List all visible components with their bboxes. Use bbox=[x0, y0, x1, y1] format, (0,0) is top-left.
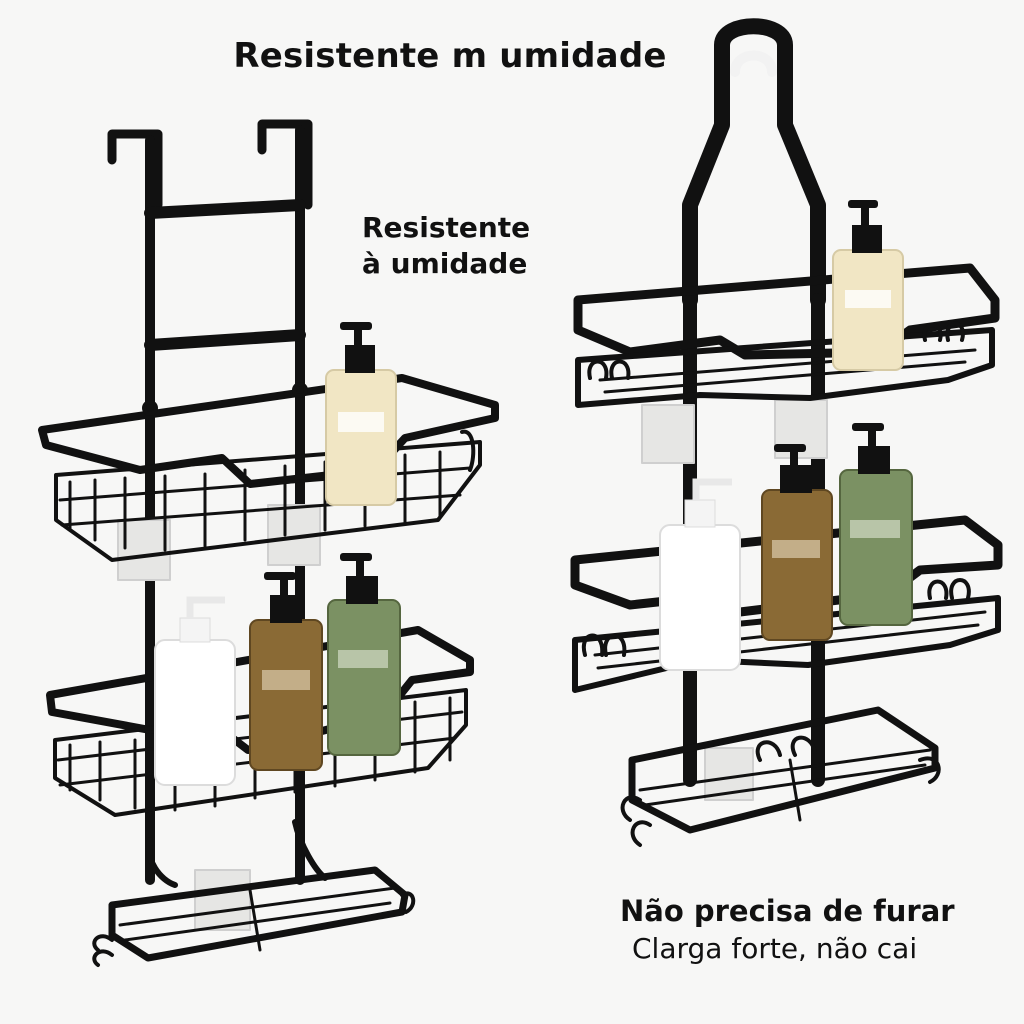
left-soap-tray bbox=[92, 819, 416, 967]
side-caption-line-2: à umidade bbox=[362, 247, 528, 280]
left-shower-caddy bbox=[38, 119, 499, 967]
white-pump-bottle bbox=[154, 596, 236, 786]
right-soap-tray bbox=[620, 706, 941, 847]
footer-title: Não precisa de furar bbox=[620, 894, 955, 928]
adhesive-hook bbox=[641, 404, 695, 464]
right-top-basket bbox=[573, 263, 1000, 408]
right-door-hook bbox=[257, 119, 313, 210]
adhesive-hook bbox=[194, 869, 251, 931]
left-bottles bbox=[154, 322, 401, 786]
left-door-hook bbox=[107, 129, 163, 210]
clear-pump-bottle bbox=[832, 200, 904, 371]
right-shower-caddy bbox=[570, 18, 1003, 847]
headline: Resistente m umidade bbox=[233, 36, 667, 76]
white-pump-bottle bbox=[659, 478, 741, 671]
green-pump-bottle bbox=[839, 423, 913, 626]
shower-head-hook bbox=[682, 18, 826, 308]
right-bottles bbox=[659, 200, 913, 671]
amber-pump-bottle bbox=[761, 444, 833, 641]
side-caption-line-1: Resistente bbox=[362, 211, 531, 244]
green-pump-bottle bbox=[327, 553, 401, 756]
clear-pump-bottle bbox=[325, 322, 397, 506]
side-caption: Resistente à umidade bbox=[362, 210, 530, 282]
footer-subtitle: Clarga forte, não cai bbox=[632, 932, 918, 965]
amber-pump-bottle bbox=[249, 572, 323, 771]
